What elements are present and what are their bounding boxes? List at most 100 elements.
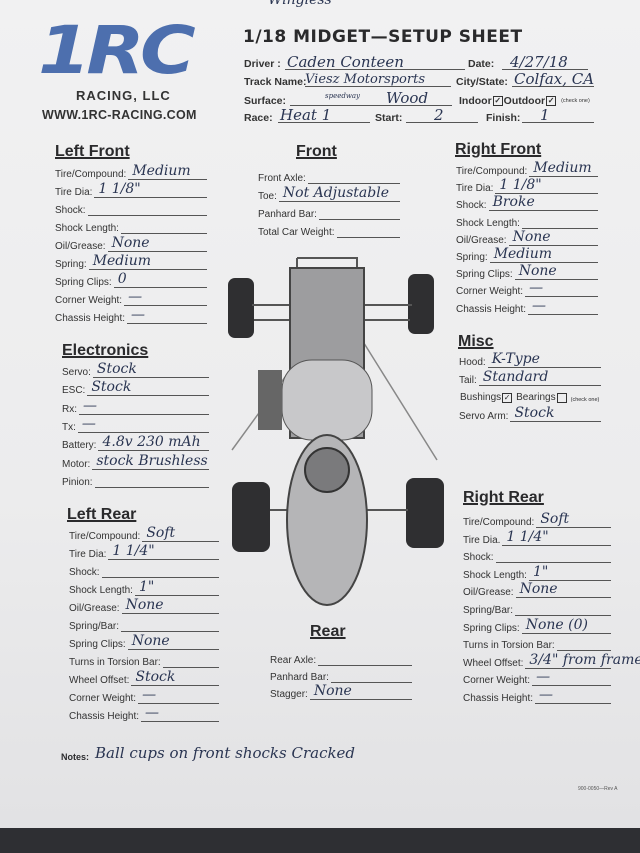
field-input[interactable]: None [107, 235, 207, 252]
electronics-field-row: Servo:Stock [62, 361, 209, 378]
field-input[interactable]: 1" [134, 579, 219, 596]
left-rear-field-row: Shock: [69, 562, 219, 578]
left-rear-tire [232, 482, 270, 552]
surface-field[interactable]: Wood [290, 89, 452, 107]
outdoor-checkbox[interactable]: ✓ [546, 96, 557, 106]
field-input[interactable]: — [532, 669, 612, 687]
field-input[interactable] [94, 472, 209, 488]
bushings-checkbox[interactable]: ✓ [502, 393, 513, 403]
field-input[interactable]: 1 1/8" [495, 177, 599, 195]
field-input[interactable]: Soft [536, 511, 612, 528]
front-title: Front [296, 143, 337, 160]
field-input[interactable] [121, 616, 220, 632]
field-value: Broke [492, 194, 535, 211]
field-input[interactable] [318, 650, 413, 666]
field-input[interactable]: — [77, 416, 209, 433]
field-input[interactable]: — [525, 280, 599, 298]
rear-field-row: Panhard Bar: [270, 667, 412, 683]
field-label: Corner Weight: [69, 693, 137, 704]
field-label: Rx: [62, 403, 77, 415]
bearings-checkbox[interactable] [556, 393, 567, 403]
electronics-field-row: Rx:— [62, 398, 209, 415]
field-input[interactable]: 1 1/4" [108, 543, 220, 560]
field-label: Toe: [258, 191, 277, 202]
indoor-checkbox[interactable]: ✓ [492, 96, 503, 106]
field-input[interactable] [101, 562, 219, 578]
field-input[interactable]: None [121, 597, 219, 614]
field-input[interactable]: None [515, 581, 611, 599]
city-field[interactable]: Colfax, CA [512, 70, 594, 88]
field-input[interactable] [120, 218, 207, 234]
front-field-row: Total Car Weight: [258, 222, 400, 238]
field-input[interactable]: Medium [529, 160, 599, 177]
field-input[interactable] [330, 667, 412, 683]
field-input[interactable]: None (0) [521, 617, 611, 634]
field-input[interactable]: Stock [510, 405, 602, 422]
field-value: Stock [514, 405, 555, 421]
field-input[interactable] [336, 222, 400, 238]
field-input[interactable]: Broke [488, 194, 598, 212]
field-input[interactable]: None [514, 263, 598, 281]
field-input[interactable] [495, 547, 611, 564]
race-field[interactable]: Heat 1 [278, 106, 370, 124]
field-label: Oil/Grease: [456, 234, 507, 246]
field-input[interactable]: 1 1/8" [94, 181, 208, 198]
field-label: Corner Weight: [456, 286, 524, 298]
driver-field[interactable]: Caden Conteen [285, 53, 465, 71]
field-input[interactable] [521, 213, 598, 229]
right-rear-field-row: Shock: [463, 547, 611, 564]
start-field[interactable]: 2 [406, 106, 478, 124]
field-input[interactable]: None [309, 683, 412, 700]
field-input[interactable]: Stock [92, 361, 209, 378]
field-input[interactable]: None [127, 633, 219, 650]
date-field[interactable]: 4/27/18 [502, 53, 588, 71]
left-rear-field-row: Oil/Grease:None [69, 597, 219, 614]
field-input[interactable] [162, 652, 219, 668]
field-input[interactable]: — [528, 298, 599, 315]
finish-field[interactable]: 1 [522, 106, 594, 124]
field-value: — [128, 289, 143, 305]
left-front-field-row: Chassis Height:— [55, 307, 208, 324]
field-input[interactable]: — [79, 398, 209, 415]
field-label: Tire Dia: [456, 183, 494, 195]
right-front-field-row: Shock:Broke [456, 194, 598, 212]
left-front-field-row: Corner Weight:— [55, 289, 208, 306]
field-input[interactable]: K-Type [487, 351, 601, 368]
field-input[interactable]: 1 1/4" [502, 528, 612, 546]
left-rear-field-row: Shock Length:1" [69, 579, 219, 596]
electronics-field-row: Battery:4.8v 230 mAh [62, 434, 210, 452]
field-input[interactable] [87, 200, 207, 216]
field-input[interactable]: 0 [113, 271, 207, 288]
field-input[interactable]: Medium [88, 253, 207, 270]
right-rear-field-row: Chassis Height:— [463, 687, 612, 704]
field-input[interactable]: None [508, 229, 598, 246]
field-value: 1 1/4" [506, 528, 549, 545]
field-input[interactable]: Standard [478, 369, 601, 386]
field-label: Spring/Bar: [463, 605, 514, 616]
field-input[interactable] [515, 600, 612, 616]
field-input[interactable]: — [127, 307, 208, 324]
field-input[interactable]: Stock [131, 669, 220, 686]
field-label: Tail: [459, 375, 477, 386]
field-input[interactable] [318, 204, 400, 220]
field-input[interactable]: — [138, 687, 220, 704]
field-input[interactable]: — [535, 687, 612, 704]
field-input[interactable]: Medium [489, 246, 598, 263]
track-field[interactable]: Viesz Motorsports [305, 72, 451, 87]
field-input[interactable]: — [141, 705, 220, 722]
field-input[interactable]: Stock [87, 379, 210, 397]
field-input[interactable]: 4.8v 230 mAh [98, 434, 210, 452]
field-input[interactable] [307, 168, 400, 184]
field-input[interactable]: 3/4" from frame [525, 652, 640, 669]
field-value: Stock [96, 361, 137, 377]
field-label: Spring: [456, 252, 488, 263]
electronics-field-row: Motor:stock Brushless [62, 453, 210, 470]
field-input[interactable]: 1" [528, 564, 611, 581]
field-input[interactable] [556, 635, 611, 652]
field-input[interactable]: — [124, 289, 208, 306]
field-input[interactable]: Soft [142, 525, 220, 542]
surface-label: Surface: [244, 95, 287, 107]
field-input[interactable]: Not Adjustable [278, 185, 400, 202]
field-input[interactable]: stock Brushless [92, 453, 210, 470]
field-input[interactable]: Medium [128, 163, 208, 180]
